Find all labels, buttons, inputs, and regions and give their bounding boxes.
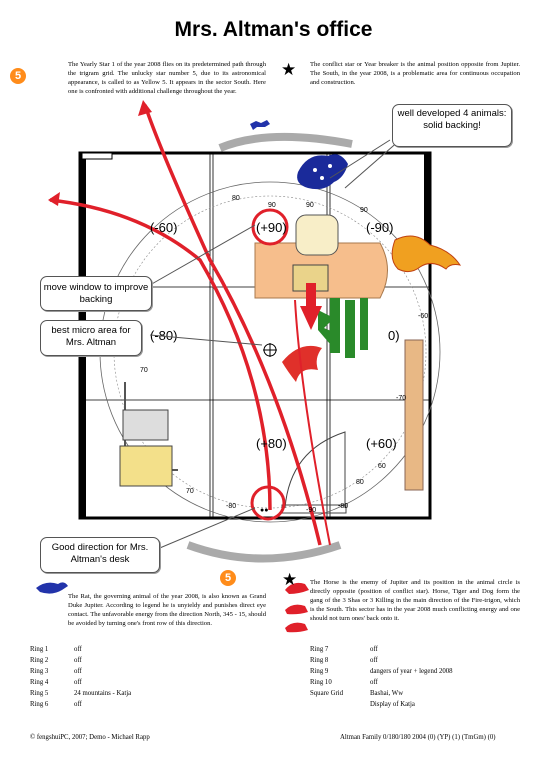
num-top-80: 80	[232, 195, 240, 202]
num-right-m70: -70	[396, 395, 406, 402]
label-n: (+90)	[256, 220, 287, 235]
num-bot-m80a: -80	[226, 503, 236, 510]
bottom-compass-arc	[186, 541, 342, 563]
ring-row: Display of Katja	[370, 701, 415, 708]
num-bot-m90: -90	[306, 507, 316, 514]
path-arrow-right	[294, 299, 331, 546]
callout-good-direction: Good direction for Mrs. Altman's desk	[40, 537, 160, 573]
south-highlight-circle	[250, 485, 286, 521]
north-highlight-circle	[251, 208, 289, 246]
dog-icon	[285, 622, 308, 633]
page-title: Mrs. Altman's office	[174, 18, 373, 41]
num-right-m60: -60	[418, 313, 428, 320]
label-s: (+80)	[256, 436, 287, 451]
tiger-small-icon	[285, 604, 308, 615]
num-se-80: 80	[356, 479, 364, 486]
label-nw: (-60)	[150, 220, 177, 235]
label-w: (-80)	[150, 328, 177, 343]
yellow-five-icon-lower: 5	[220, 570, 236, 586]
yearly-star-text: The Yearly Star 1 of the year 2008 flies…	[68, 61, 266, 95]
num-bot-70: 70	[186, 488, 194, 495]
callout-well-developed: well developed 4 animals: solid backing!	[392, 104, 512, 147]
plants	[318, 298, 368, 358]
right-wooden-shelf	[404, 339, 424, 491]
left-desk-yellow	[119, 445, 173, 487]
grand-duke-text: The Rat, the governing animal of the yea…	[68, 593, 266, 627]
chair	[295, 214, 339, 256]
top-compass-arc	[218, 132, 353, 152]
horse-icon	[285, 582, 309, 594]
south-circle-mark: ●●	[260, 507, 268, 514]
left-cabinet	[122, 409, 169, 441]
conflict-star-text: The conflict star or Year breaker is the…	[310, 61, 520, 86]
num-left-70: 70	[140, 367, 148, 374]
window-top	[81, 152, 113, 160]
label-se: (+60)	[366, 436, 397, 451]
conflict-star-icon-lower: ★	[282, 570, 298, 590]
rat-icon	[36, 582, 68, 594]
footer-copyright: © fengshuiPC, 2007; Demo - Michael Rapp	[30, 734, 150, 741]
conflict-star-icon: ★	[281, 60, 297, 80]
blue-tiger-icon	[297, 154, 348, 190]
num-se-60: 60	[378, 463, 386, 470]
footer-file-info: Altman Family 0/180/180 2004 (0) (YP) (1…	[340, 734, 496, 741]
label-e: 0)	[388, 328, 400, 343]
horse-conflict-text: The Horse is the enemy of Jupiter and it…	[310, 579, 520, 622]
desk-direction-arrow	[300, 306, 322, 330]
num-top-90a: 90	[268, 202, 276, 209]
door-swing	[284, 431, 346, 509]
phoenix-icon	[282, 345, 322, 382]
dragon-icon	[391, 235, 462, 273]
num-bot-m80b: -80	[338, 503, 348, 510]
small-tiger-icon	[250, 120, 270, 130]
callout-best-micro-area: best micro area for Mrs. Altman	[40, 320, 142, 356]
num-top-90b: 90	[306, 202, 314, 209]
wall-right-segment	[424, 153, 430, 253]
num-top-90c: 90	[360, 207, 368, 214]
yellow-five-icon: 5	[10, 68, 26, 84]
callout-move-window: move window to improve backing	[40, 276, 152, 311]
path-arrow-up	[143, 104, 322, 546]
path-arrow-left	[49, 198, 272, 511]
label-ne: (-90)	[366, 220, 393, 235]
